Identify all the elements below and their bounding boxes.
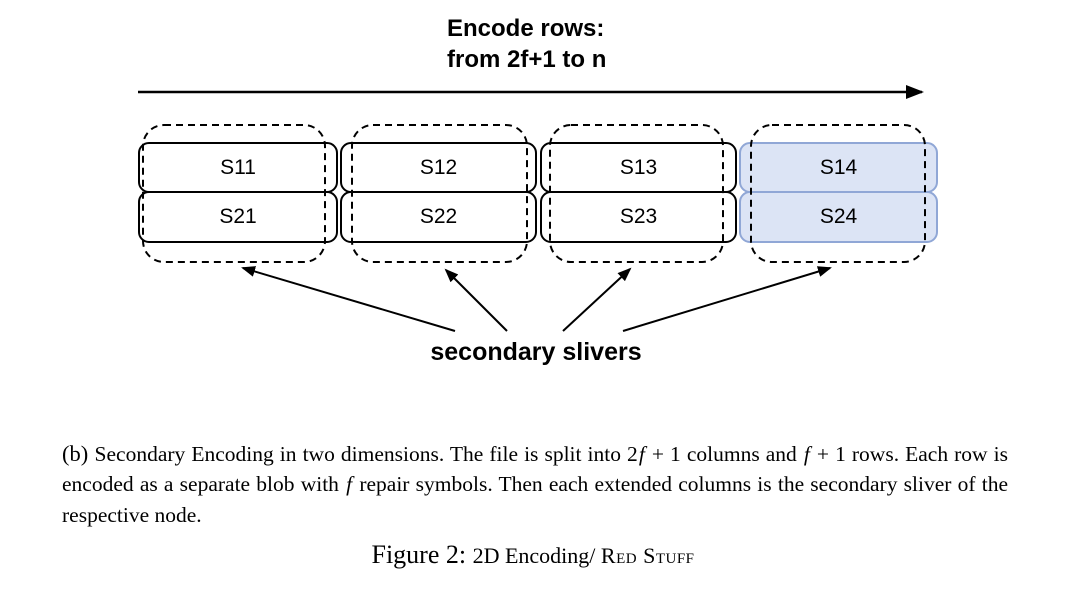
- subfigure-label: (b): [62, 440, 95, 466]
- encode-rows-line1: Encode rows:: [447, 15, 605, 42]
- sliver-pointer-arrow-3: [562, 267, 632, 332]
- caption-text-1: Secondary Encoding in two dimensions. Th…: [94, 441, 638, 466]
- caption-math-f1: f: [638, 441, 645, 466]
- sliver-pointer-arrow-1: [241, 266, 456, 332]
- secondary-slivers-label: secondary slivers: [430, 338, 642, 366]
- figure-title: 2D Encoding/: [472, 543, 601, 568]
- caption-text-3: + 1 rows. Each row is encoded as a separ…: [62, 441, 1008, 497]
- caption-text-2: + 1 columns and: [645, 441, 803, 466]
- figure-caption: Figure 2: 2D Encoding/ Red Stuff: [0, 540, 1066, 570]
- cell-s12: S12: [340, 142, 537, 193]
- caption-math-f2: f: [803, 441, 810, 466]
- cell-s21: S21: [138, 191, 338, 243]
- cell-s14: S14: [739, 142, 938, 193]
- cell-s22: S22: [340, 191, 537, 243]
- cell-s13: S13: [540, 142, 737, 193]
- subfigure-caption: (b) Secondary Encoding in two dimensions…: [62, 439, 1008, 531]
- cell-s11: S11: [138, 142, 338, 193]
- encode-rows-title: Encode rows: from 2f+1 to n: [447, 13, 606, 75]
- cell-s23: S23: [540, 191, 737, 243]
- figure-title-smallcaps: Red Stuff: [600, 543, 695, 568]
- encode-rows-line2: from 2f+1 to n: [447, 46, 607, 73]
- caption-math-f3: f: [346, 472, 353, 496]
- cell-s24: S24: [739, 191, 938, 243]
- caption-text-4: repair symbols. Then each extended colum…: [62, 472, 1009, 527]
- sliver-pointer-arrow-2: [444, 268, 508, 332]
- sliver-pointer-arrow-4: [622, 266, 832, 332]
- figure-number: Figure 2:: [371, 540, 473, 569]
